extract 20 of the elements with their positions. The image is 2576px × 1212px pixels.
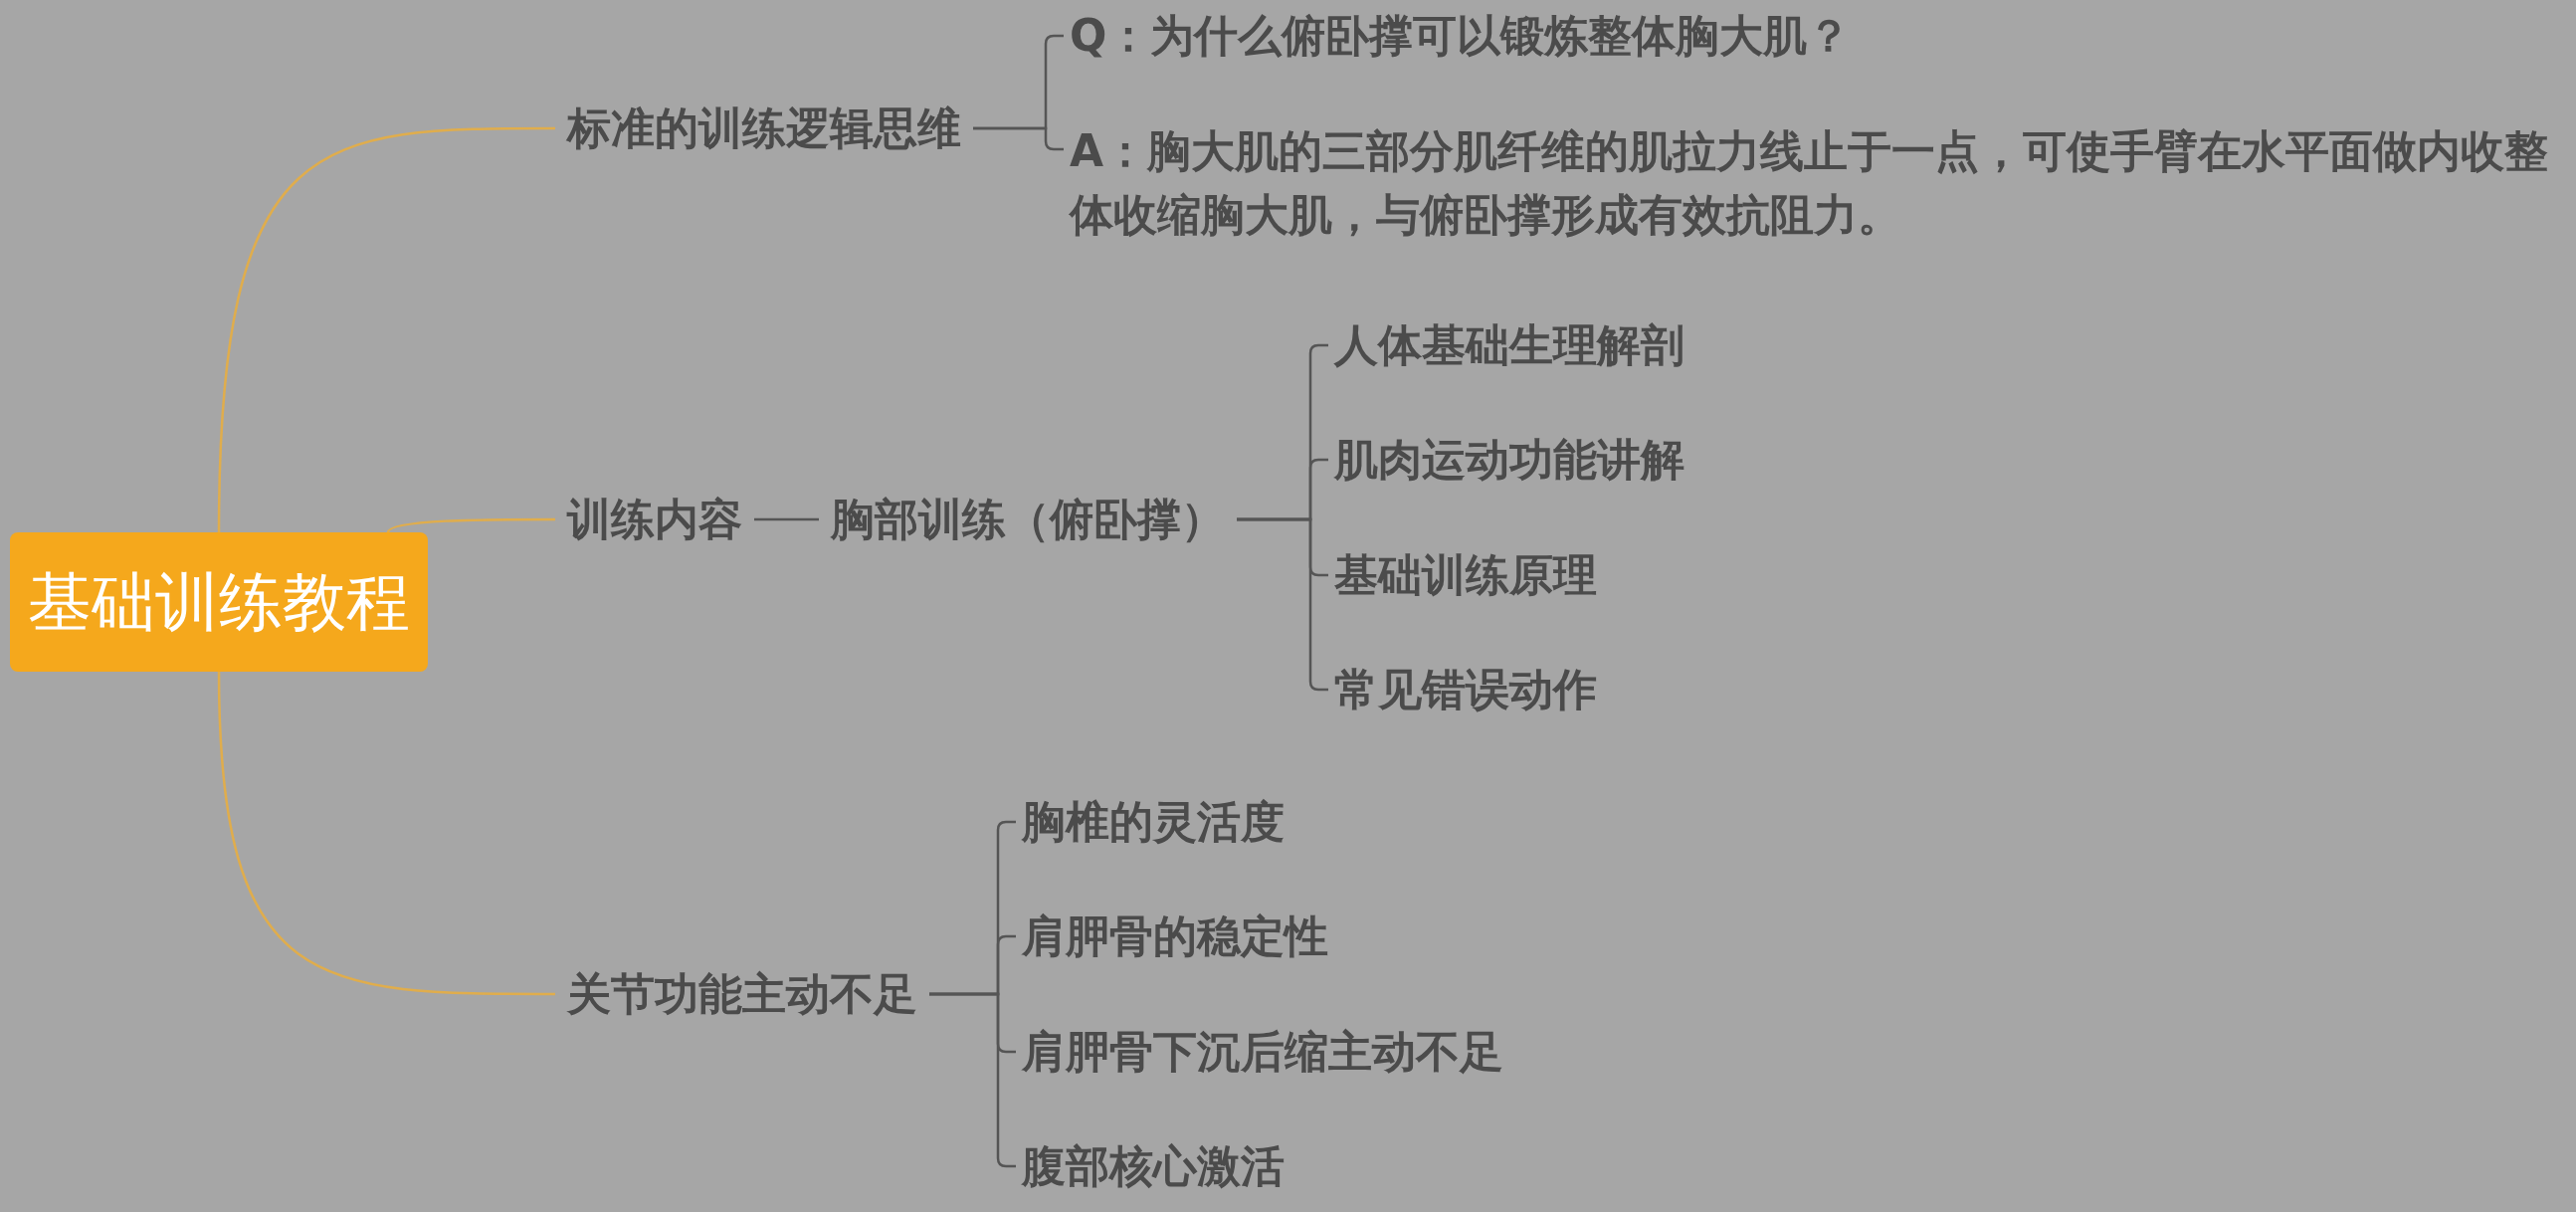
topic-text: 人体基础生理解剖: [1334, 312, 1684, 378]
topic-text: 常见错误动作: [1334, 657, 1597, 722]
connector-line: [386, 517, 555, 533]
root-topic-box: 基础训练教程: [10, 532, 428, 672]
topic-text: A：胸大肌的三部分肌纤维的肌拉力线止于一点，可使手臂在水平面做内收整体收缩胸大肌，与俯卧撑形成有效抗阻力。: [1070, 119, 2562, 247]
connector-line: [754, 517, 819, 521]
topic-text: 基础训练原理: [1334, 542, 1597, 608]
topic-text: 关节功能主动不足: [567, 961, 917, 1027]
topic-text: 标准的训练逻辑思维: [567, 96, 961, 161]
topic-text: 胸部训练（俯卧撑）: [831, 487, 1225, 552]
topic-text: Q：为什么俯卧撑可以锻炼整体胸大肌？: [1070, 3, 1852, 69]
topic-text: 训练内容: [567, 487, 742, 552]
topic-text: 腹部核心激活: [1022, 1133, 1285, 1199]
connector-line: [973, 126, 1064, 151]
topic-text: 肩胛骨的稳定性: [1022, 904, 1328, 969]
topic-text: 肩胛骨下沉后缩主动不足: [1022, 1019, 1503, 1085]
topic-text: 胸椎的灵活度: [1022, 789, 1285, 855]
connector-line: [217, 671, 555, 996]
connector-line: [217, 126, 555, 533]
topic-text: 肌肉运动功能讲解: [1334, 427, 1684, 493]
